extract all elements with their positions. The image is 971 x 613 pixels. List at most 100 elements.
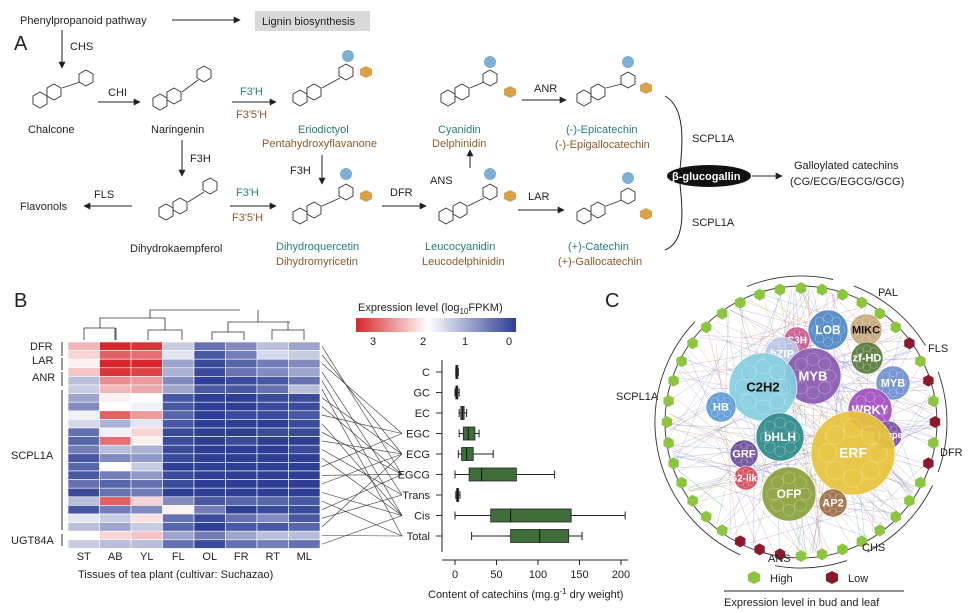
network-edge	[669, 413, 786, 477]
tf-node	[890, 425, 898, 433]
tf-family-label: bHLH	[764, 430, 796, 444]
tf-node	[732, 450, 739, 458]
heatmap-cell	[225, 350, 258, 360]
heatmap-cell	[130, 505, 163, 515]
heatmap-cell	[130, 530, 163, 541]
heatmap-cell	[130, 401, 163, 412]
heatmap-cell	[193, 358, 226, 369]
dihydrokaempferol-structure	[158, 177, 218, 221]
panel-c: C LOBMIKCC3HbZIPzf-HDMYBMYBC2H2HBWRKYM-t…	[605, 275, 963, 609]
enzyme-chi: CHI	[108, 87, 127, 99]
connector-line	[321, 449, 403, 496]
heatmap-cell	[193, 436, 226, 446]
heatmap-cell	[130, 367, 163, 377]
high-node	[754, 288, 765, 301]
tf-family-label: ERF	[839, 445, 867, 461]
tf-node	[821, 499, 828, 507]
heatmap-cell	[288, 384, 321, 394]
heatmap-cell	[193, 530, 226, 541]
tf-node	[855, 319, 863, 327]
heatmap-cell	[225, 479, 258, 489]
boxplot-category-label: Cis	[414, 511, 430, 523]
box-cis	[490, 508, 572, 523]
row-groups: DFR LAR ANR SCPL1A UGT84A	[11, 341, 63, 547]
heatmap-cell	[67, 479, 100, 489]
heatmap-cell	[67, 376, 100, 386]
x-tick-label: 0	[452, 569, 458, 581]
heatmap-cell	[99, 358, 132, 369]
heatmap-cell	[288, 522, 321, 532]
heatmap-cell	[225, 530, 258, 541]
boxplot-category-label: C	[422, 367, 430, 379]
curve-bottom	[664, 181, 683, 251]
row-group-anr: ANR	[32, 372, 55, 384]
legend-gradient	[356, 318, 516, 332]
connector-line	[321, 354, 403, 455]
tf-node	[835, 325, 845, 335]
heatmap-cell	[67, 393, 100, 403]
tf-cluster	[761, 466, 817, 522]
high-node	[735, 296, 746, 309]
tf-node	[856, 347, 864, 355]
low-node	[929, 416, 941, 428]
heatmap-cell	[99, 522, 132, 532]
heatmap-cell	[162, 436, 195, 446]
tf-node	[814, 333, 825, 344]
heatmap-xlabel: Tissues of tea plant (cultivar: Suchazao…	[78, 569, 273, 581]
compound-eriodictyol: Eriodictyol	[298, 124, 349, 136]
group-arc	[866, 485, 933, 553]
heatmap-cell	[193, 487, 226, 498]
tf-node	[835, 505, 843, 513]
heatmap-cell	[193, 513, 226, 523]
heatmap-cell	[256, 470, 289, 480]
tf-node	[794, 357, 808, 371]
heatmap-column-label: ST	[77, 551, 91, 563]
high-node	[701, 510, 712, 523]
heatmap-cell	[193, 479, 226, 489]
group-arc	[746, 275, 834, 287]
heatmap-column-label: RT	[266, 551, 281, 563]
connector-line	[321, 440, 403, 455]
heatmap-cell	[225, 513, 258, 523]
connector-line	[321, 457, 403, 516]
tf-node	[743, 467, 749, 474]
heatmap-cell	[99, 376, 132, 386]
heatmap-cell	[99, 436, 132, 446]
row-group-scpl1a: SCPL1A	[11, 450, 54, 462]
heatmap-cell	[67, 384, 100, 394]
heatmap-column-label: AB	[108, 551, 123, 563]
heatmap-cell	[99, 513, 132, 523]
outer-label-scpl1a: SCPL1A	[616, 391, 659, 403]
compound-galloylated-list: (CG/ECG/EGCG/GCG)	[790, 176, 904, 188]
connector-line	[321, 423, 403, 516]
connector-line	[321, 515, 403, 545]
legend-tick-1: 1	[462, 336, 468, 348]
tf-node	[766, 487, 779, 501]
network-edge	[754, 502, 803, 555]
heatmap-cell	[162, 410, 195, 420]
tf-family-label: AP2	[822, 498, 843, 510]
heatmap-cell	[99, 384, 132, 394]
heatmap-cell	[130, 539, 163, 549]
heatmap-cell	[256, 513, 289, 523]
phenylpropanoid-label: Phenylpropanoid pathway	[20, 15, 147, 27]
tf-node	[823, 493, 831, 501]
network-edge	[748, 509, 861, 544]
eriodictyol-structure	[292, 50, 372, 107]
tf-node	[831, 333, 842, 344]
heatmap-cell	[225, 462, 258, 472]
legend-low-icon	[826, 571, 838, 584]
panel-b-label: B	[14, 290, 27, 312]
heatmap-cell	[162, 393, 195, 403]
high-node	[676, 476, 687, 489]
heatmap-cell	[99, 505, 132, 515]
heatmap-cell	[256, 444, 289, 455]
enzyme-f3h-1: F3H	[190, 153, 211, 165]
tf-node	[872, 354, 881, 362]
tf-node	[870, 347, 878, 355]
connector-line	[321, 433, 403, 467]
tf-node	[782, 471, 796, 484]
high-node	[687, 494, 698, 507]
tf-node	[778, 339, 786, 348]
connector-line	[321, 453, 403, 528]
